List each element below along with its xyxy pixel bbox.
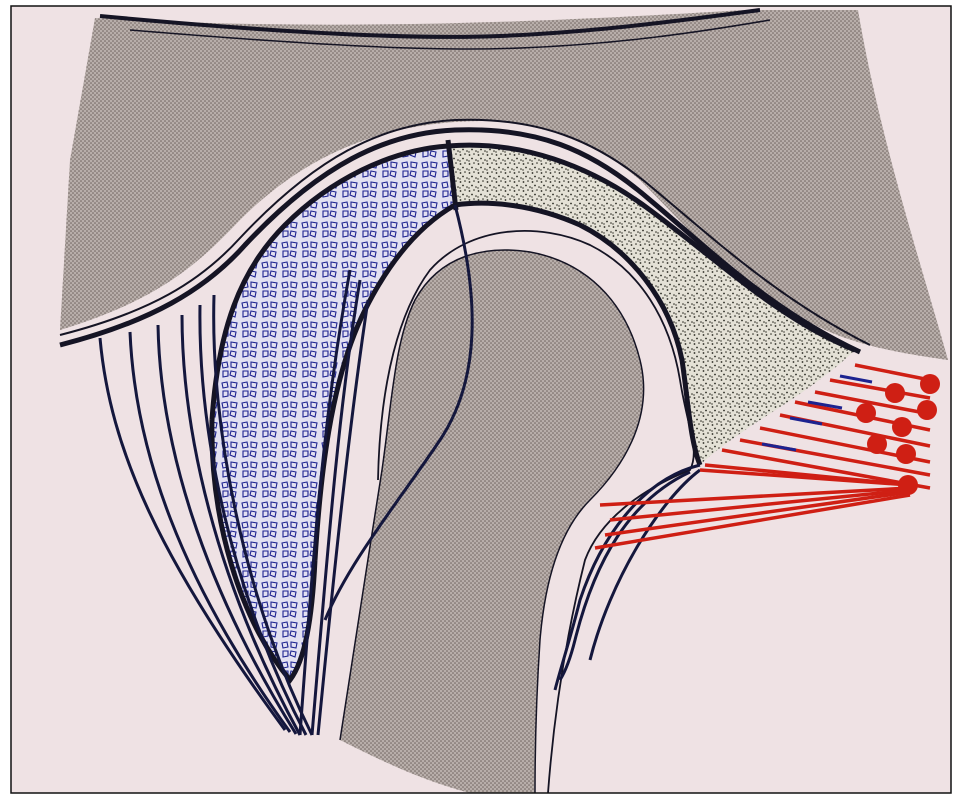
- tmj-diagram: [0, 0, 955, 799]
- tmj-cross-section-illustration: [0, 0, 955, 799]
